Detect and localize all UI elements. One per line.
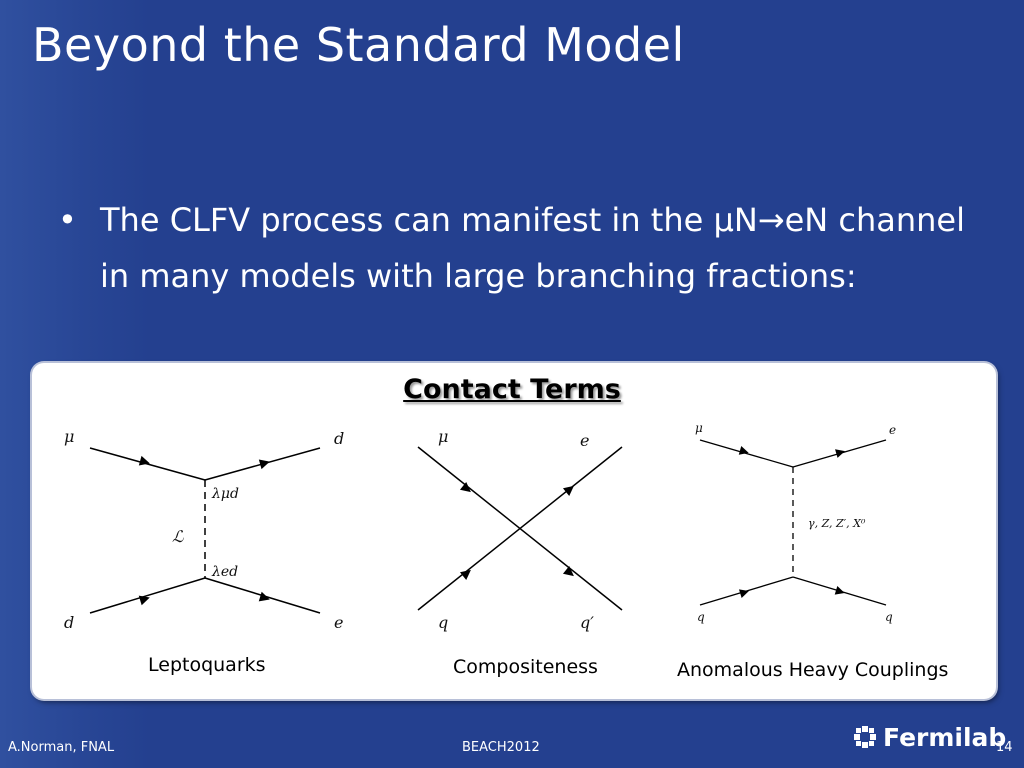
arrow-mark (835, 449, 845, 458)
page-number: 14 (996, 740, 1013, 755)
caption-leptoquarks: Leptoquarks (148, 654, 266, 676)
particle-label-d-bottom: d (64, 613, 74, 632)
feynman-line (699, 439, 794, 468)
bullet-point: • The CLFV process can manifest in the μ… (58, 192, 978, 304)
caption-anomalous-couplings: Anomalous Heavy Couplings (677, 659, 949, 681)
coupling-label-upper: λμd (211, 486, 239, 502)
arrow-mark (138, 595, 150, 606)
mediator-label: ℒ (172, 527, 184, 546)
particle-label-q-prime: q′ (580, 613, 594, 632)
particle-label-d-top: d (334, 429, 344, 448)
arrow-mark (459, 481, 471, 493)
particle-label-e: e (889, 423, 896, 437)
fermilab-logo: Fermilab (853, 722, 1006, 752)
arrow-mark (138, 455, 150, 466)
panel-heading: Contact Terms (0, 374, 1024, 405)
feynman-line (89, 577, 206, 614)
arrow-mark (459, 569, 471, 581)
slide-title: Beyond the Standard Model (32, 18, 685, 72)
arrow-mark (258, 591, 270, 602)
particle-label-e: e (334, 613, 343, 632)
logo-text: Fermilab (883, 722, 1007, 752)
arrow-mark (258, 459, 270, 470)
coupling-label-lower: λed (211, 564, 238, 580)
arrow-mark (739, 589, 749, 598)
particle-label-q: q (438, 613, 448, 632)
panel-heading-text: Contact Terms (403, 374, 621, 405)
footer-conference: BEACH2012 (462, 740, 540, 755)
bullet-marker: • (58, 201, 77, 239)
arrow-mark (562, 485, 574, 497)
particle-label-e: e (580, 431, 589, 450)
arrow-mark (562, 565, 574, 577)
particle-label-mu: μ (695, 421, 703, 435)
particle-label-q-right: q (885, 610, 893, 624)
particle-label-mu: μ (64, 427, 74, 446)
feynman-line (417, 446, 623, 611)
particle-label-q-left: q (697, 610, 705, 624)
arrow-mark (738, 446, 749, 455)
contact-terms-panel (32, 363, 996, 699)
feynman-line (89, 447, 206, 481)
particle-label-mu: μ (438, 427, 448, 446)
bullet-text: The CLFV process can manifest in the μN→… (100, 201, 965, 295)
fermilab-logo-icon (854, 726, 876, 748)
caption-compositeness: Compositeness (453, 656, 598, 678)
mediator-label: γ, Z, Z′, X⁰ (808, 517, 866, 530)
footer-author: A.Norman, FNAL (8, 740, 115, 755)
arrow-mark (834, 586, 845, 595)
